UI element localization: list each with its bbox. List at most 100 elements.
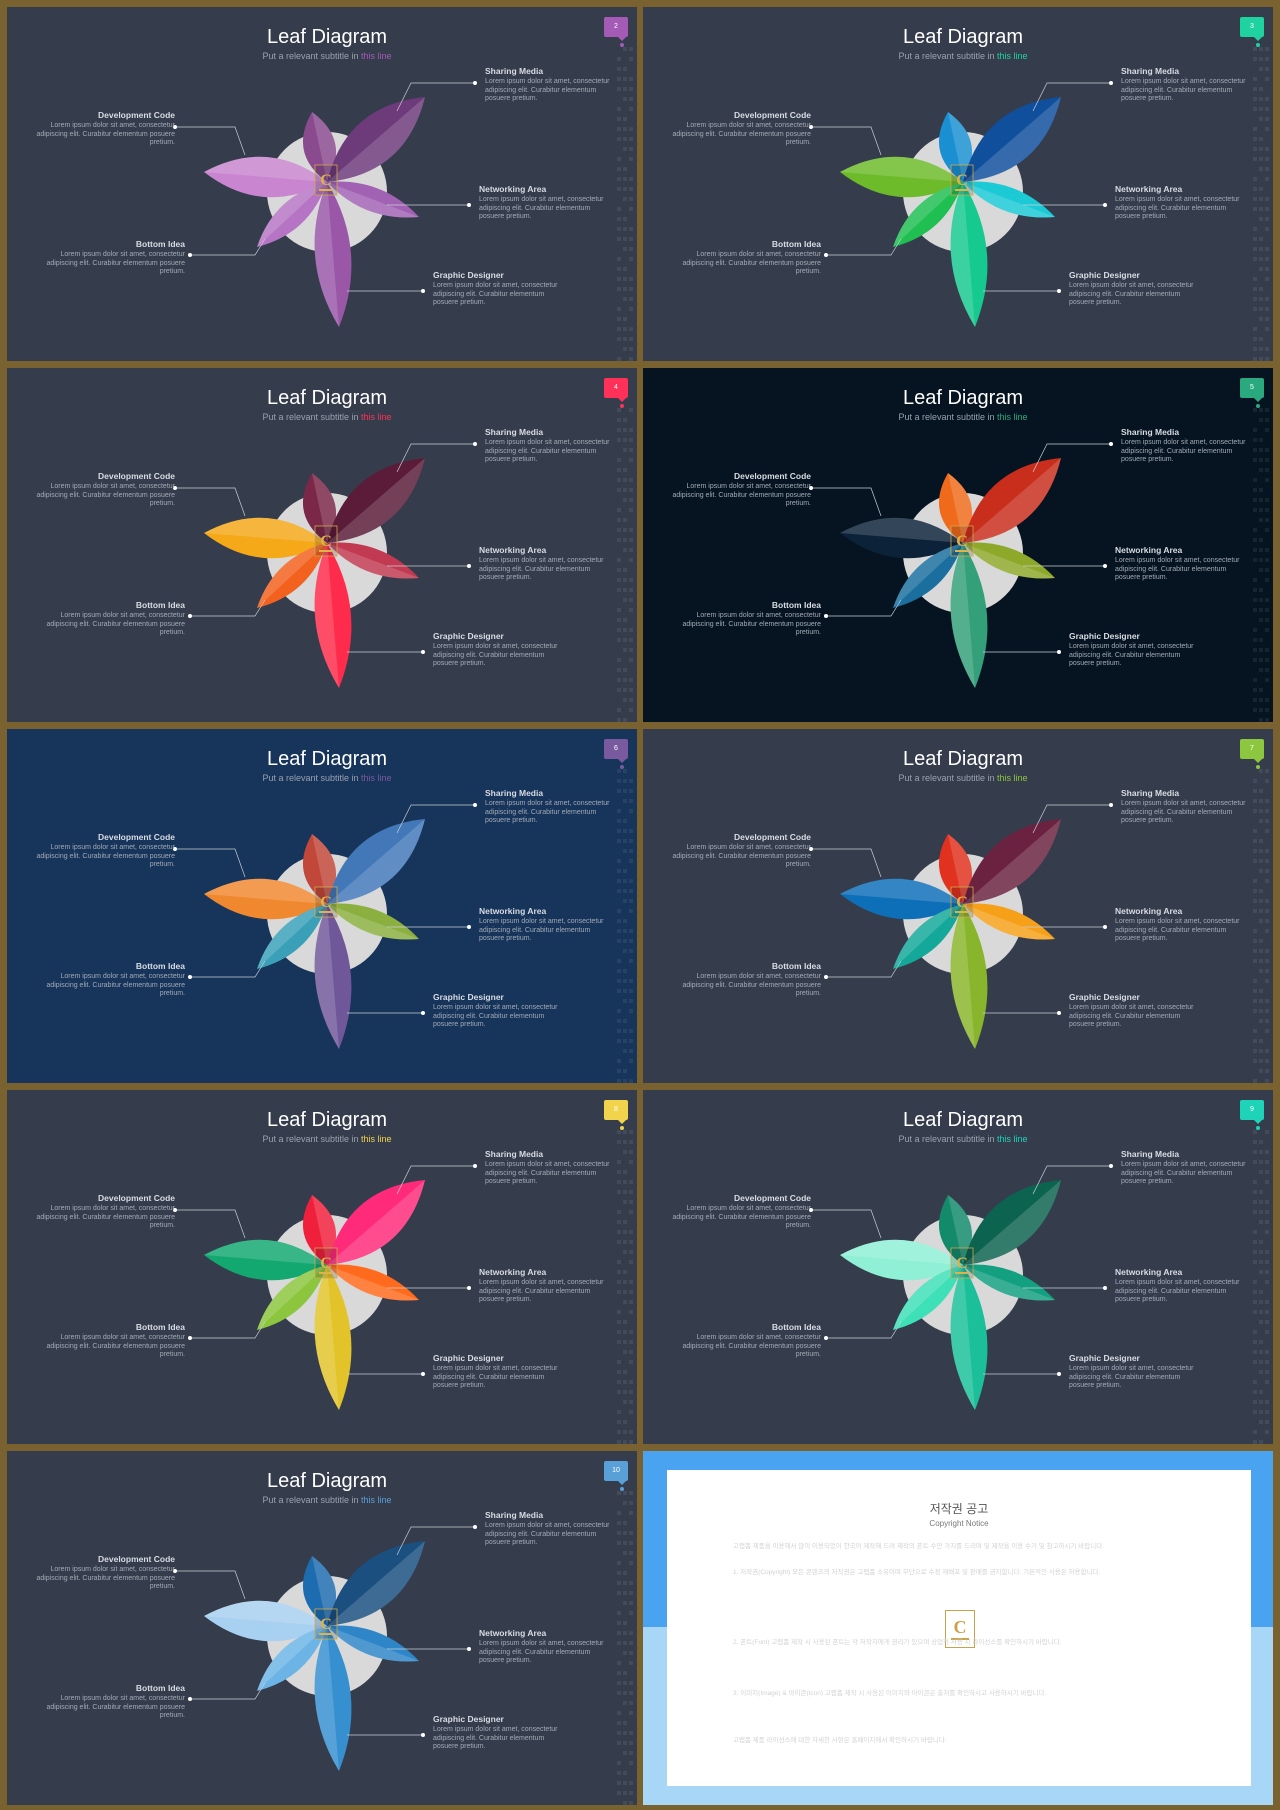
label-body: Lorem ipsum dolor sit amet, consectetur … xyxy=(672,122,811,146)
pattern-dot xyxy=(623,698,627,702)
pattern-dot xyxy=(1253,1200,1257,1204)
label-title: Networking Area xyxy=(479,1267,547,1277)
slide-title: Leaf Diagram xyxy=(902,748,1024,770)
connector-dot xyxy=(824,1336,828,1340)
pattern-dot xyxy=(617,1681,621,1685)
leaf-highlight xyxy=(327,1265,419,1301)
pattern-dot xyxy=(1265,1029,1269,1033)
notice-card: 저작권 공고 Copyright Notice 고랩폼 제품을 이용해서 많이 … xyxy=(667,1470,1251,1786)
pattern-dot xyxy=(1253,638,1257,642)
label-body: Lorem ipsum dolor sit amet, consectetur … xyxy=(1115,1279,1240,1303)
label-body: Lorem ipsum dolor sit amet, consectetur … xyxy=(1115,196,1240,220)
pattern-dot xyxy=(1253,1410,1257,1414)
pattern-dot xyxy=(1253,538,1257,542)
pattern-dot xyxy=(1253,337,1257,341)
pattern-dot xyxy=(1253,1210,1257,1214)
pattern-dot xyxy=(623,849,627,853)
pattern-dot xyxy=(1265,919,1269,923)
label-title: Bottom Idea xyxy=(771,239,821,249)
pattern-dot xyxy=(617,658,621,662)
pattern-dot xyxy=(629,779,633,783)
pattern-dot xyxy=(1259,819,1263,823)
slide-subtitle: Put a relevant subtitle in this line xyxy=(7,412,637,422)
pattern-dot xyxy=(617,1380,621,1384)
leaf-highlight xyxy=(327,1626,419,1662)
label-body: Lorem ipsum dolor sit amet, consectetur … xyxy=(479,1640,604,1664)
pattern-dot xyxy=(1253,478,1257,482)
pattern-dot xyxy=(1253,1180,1257,1184)
pattern-dot xyxy=(1265,1210,1269,1214)
pattern-dot xyxy=(623,819,627,823)
pattern-dot xyxy=(1265,558,1269,562)
pattern-dot xyxy=(1265,1410,1269,1414)
svg-text:C: C xyxy=(320,1255,332,1272)
pattern-dot xyxy=(1259,789,1263,793)
connector-line xyxy=(811,126,882,156)
badge-tail xyxy=(618,398,626,402)
pattern-dot xyxy=(629,1330,633,1334)
subtitle-highlight: this line xyxy=(997,51,1028,61)
pattern-dot xyxy=(1265,819,1269,823)
pattern-dot xyxy=(1259,588,1263,592)
pattern-dot xyxy=(1253,237,1257,241)
pattern-dot xyxy=(617,1370,621,1374)
pattern-dot xyxy=(629,1711,633,1715)
pattern-dot xyxy=(629,277,633,281)
pattern-dot xyxy=(1259,287,1263,291)
pattern-dot xyxy=(1265,1280,1269,1284)
pattern-dot xyxy=(629,1039,633,1043)
pattern-dot xyxy=(623,287,627,291)
leaf-bottomleft xyxy=(893,904,963,969)
pattern-dot xyxy=(629,428,633,432)
leaf-diagram: C xyxy=(173,408,633,722)
pattern-dot xyxy=(617,177,621,181)
pattern-dot xyxy=(1253,1059,1257,1063)
pattern-dot xyxy=(1259,1390,1263,1394)
pattern-dot xyxy=(629,438,633,442)
leaf-left xyxy=(840,517,963,559)
leaf-highlight xyxy=(312,834,337,904)
logo-icon: C xyxy=(950,164,974,196)
pattern-dot xyxy=(617,1009,621,1013)
pattern-dot xyxy=(629,1340,633,1344)
pattern-dot xyxy=(1265,769,1269,773)
pattern-dot xyxy=(1253,247,1257,251)
label-body: Lorem ipsum dolor sit amet, consectetur … xyxy=(682,1334,821,1358)
pattern-dot xyxy=(1265,418,1269,422)
pattern-dot xyxy=(617,1340,621,1344)
pattern-dot xyxy=(617,708,621,712)
pattern-dot xyxy=(1259,558,1263,562)
pattern-dot xyxy=(1259,769,1263,773)
leaf-highlight xyxy=(893,543,963,608)
pattern-dot xyxy=(1253,97,1257,101)
leaf-highlight xyxy=(840,156,963,182)
pattern-dot xyxy=(629,1210,633,1214)
pattern-dot xyxy=(623,97,627,101)
pattern-dot xyxy=(1259,909,1263,913)
pattern-dot xyxy=(1253,1150,1257,1154)
label-title: Development Code xyxy=(98,110,175,120)
label-body: Lorem ipsum dolor sit amet, consectetur … xyxy=(1069,1004,1194,1028)
connector-line xyxy=(1032,443,1111,473)
pattern-dot xyxy=(617,277,621,281)
connector-line xyxy=(826,1321,902,1339)
pattern-dot xyxy=(623,1170,627,1174)
pattern-dot xyxy=(623,1340,627,1344)
pattern-dot xyxy=(617,337,621,341)
pattern-dot xyxy=(1253,498,1257,502)
pattern-dot xyxy=(629,558,633,562)
leaf-highlight xyxy=(257,543,327,608)
leaf-highlight xyxy=(312,1556,337,1626)
pattern-dot xyxy=(1259,839,1263,843)
copyright-notice-slide: 저작권 공고 Copyright Notice 고랩폼 제품을 이용해서 많이 … xyxy=(643,1451,1273,1805)
slide-title: Leaf Diagram xyxy=(902,1109,1024,1131)
pattern-dot xyxy=(629,989,633,993)
leaf-highlight xyxy=(314,543,339,688)
leaf-bottomleft xyxy=(257,904,327,969)
connector-dot xyxy=(467,564,471,568)
